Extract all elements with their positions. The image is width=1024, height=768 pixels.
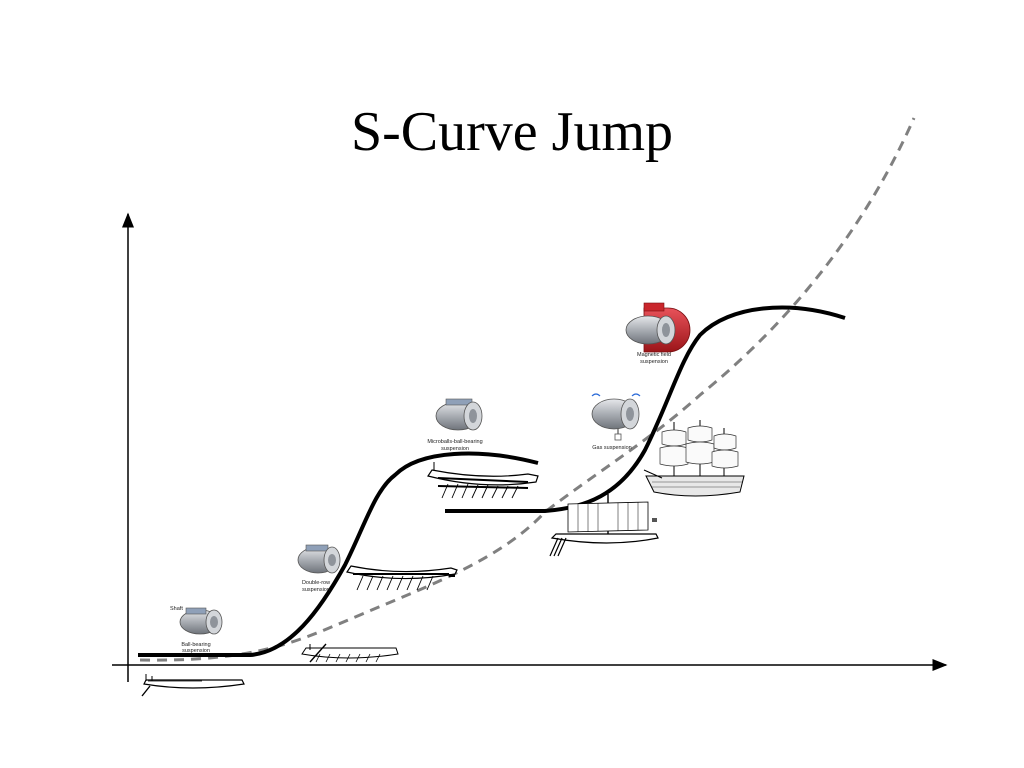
double-row-bearing-icon xyxy=(297,544,341,574)
gas-bearing-icon xyxy=(591,393,641,441)
galleon-icon xyxy=(643,420,745,497)
double-row-label-1: Double-row xyxy=(302,580,330,586)
s-curve-2 xyxy=(445,305,846,513)
s-curve-1 xyxy=(138,451,539,657)
magnetic-bearing-icon xyxy=(625,302,691,353)
bireme-icon xyxy=(346,565,458,591)
rowing-boat-icon xyxy=(141,674,245,697)
dashed-trend-curve xyxy=(139,117,916,662)
microball-label-2: suspension xyxy=(441,446,469,452)
ball-bearing-label-1: Ball-bearing xyxy=(181,642,210,648)
ball-bearing-label-2: suspension xyxy=(182,648,210,654)
magnetic-label-1: Magnetic field xyxy=(637,352,671,358)
slide-title: S-Curve Jump xyxy=(351,101,673,163)
microball-bearing-icon xyxy=(435,398,483,431)
gas-label: Gas suspension xyxy=(592,445,631,451)
trireme-icon xyxy=(427,462,539,499)
magnetic-label-2: suspension xyxy=(640,359,668,365)
ball-bearing-shaft-label: Shaft xyxy=(170,606,183,612)
microball-label-1: Microballs-ball-bearing xyxy=(427,439,482,445)
double-row-label-2: suspension xyxy=(302,587,330,593)
ball-bearing-icon xyxy=(179,607,223,635)
sailing-ship-icon xyxy=(549,494,659,557)
galley-icon xyxy=(301,643,399,663)
